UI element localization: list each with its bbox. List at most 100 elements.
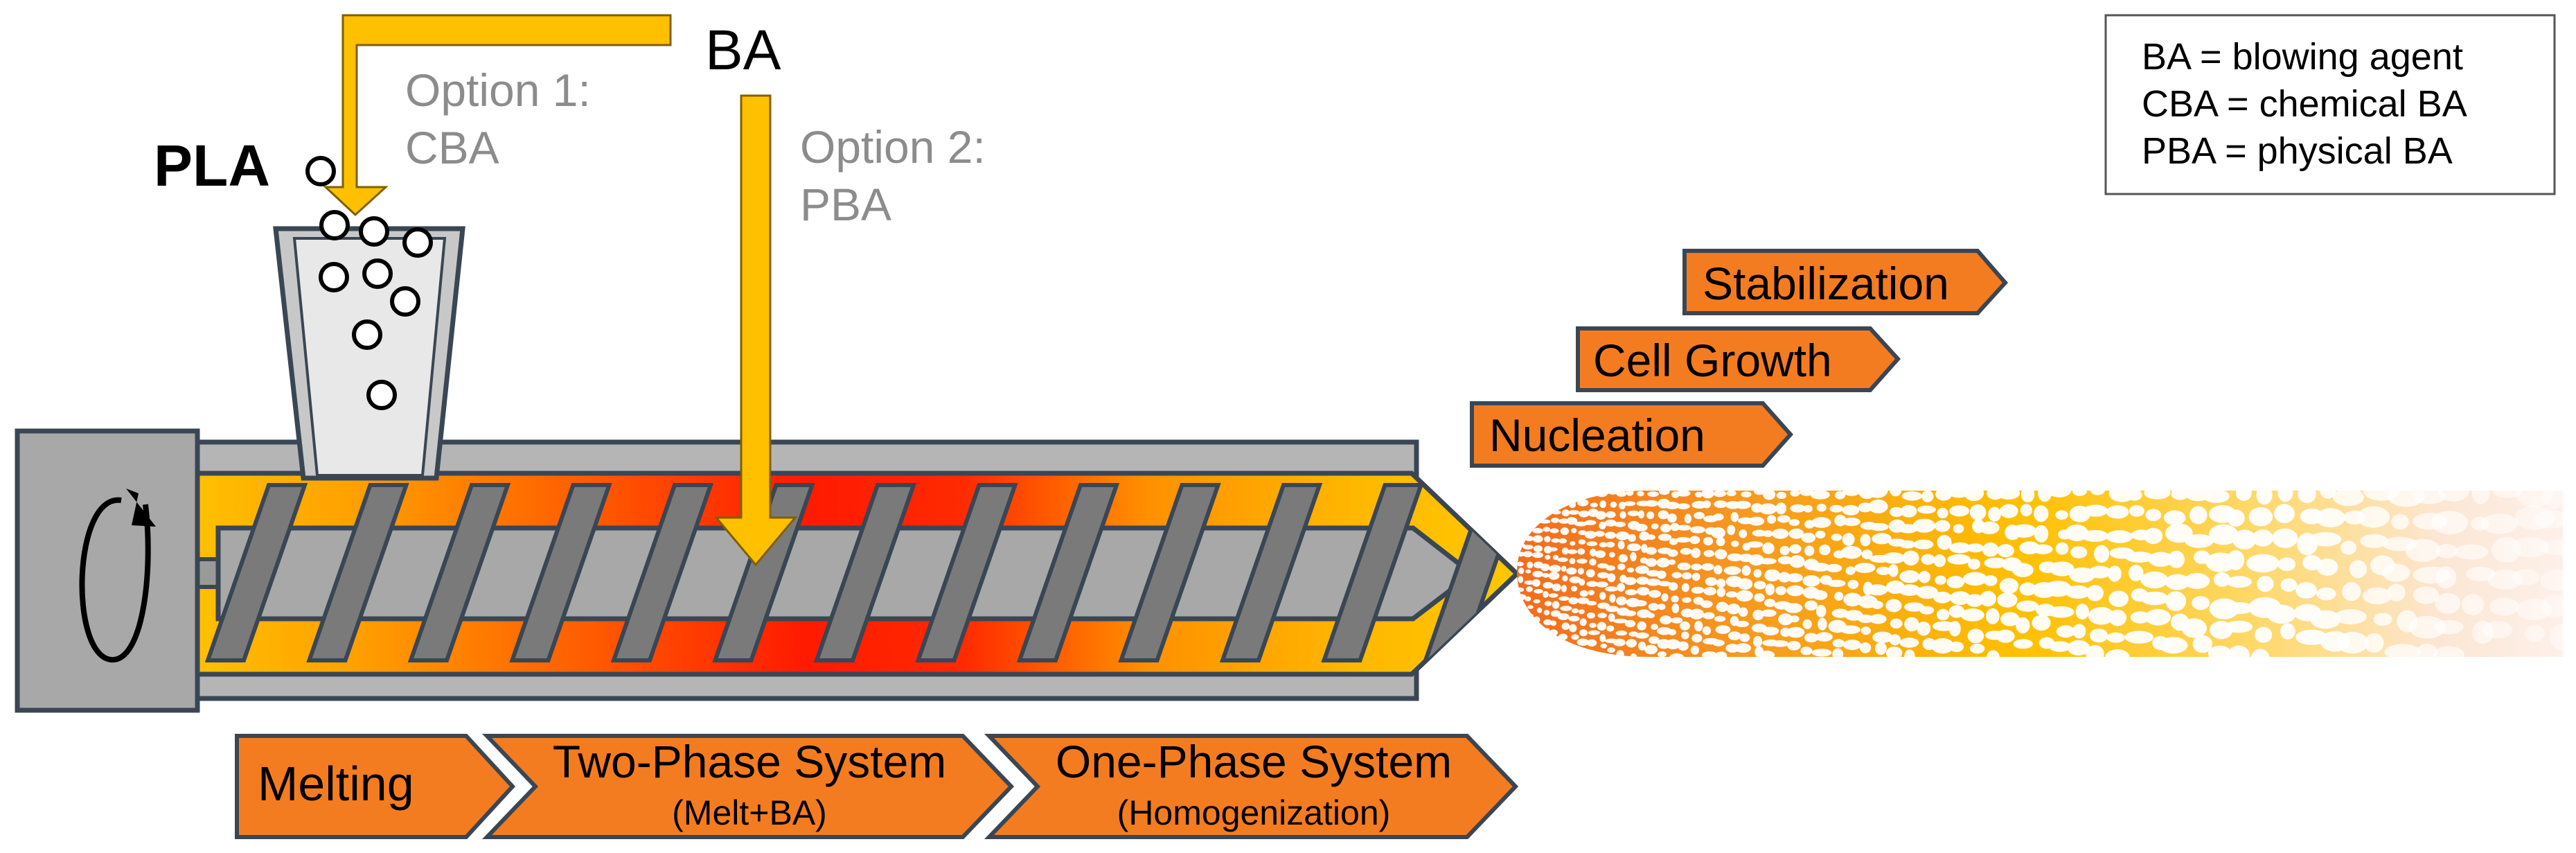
foam-cell [1600, 643, 1608, 649]
foam-cell [1584, 531, 1597, 539]
foam-cell [1885, 647, 1903, 657]
foam-cell [1595, 511, 1606, 520]
foam-cell [1754, 491, 1766, 495]
foam-cell [2280, 578, 2298, 592]
foam-cell [1788, 528, 1804, 539]
foam-cell [2145, 509, 2162, 521]
foam-cell [1829, 504, 1844, 513]
foam-cell [1576, 638, 1590, 647]
foam-cell [1983, 575, 1998, 586]
foam-cell [1536, 607, 1543, 613]
foam-cell [2227, 645, 2250, 657]
foam-cell [1566, 492, 1576, 498]
foam-cell [1627, 510, 1640, 517]
foam-cell [2413, 586, 2440, 604]
foam-cell [1703, 587, 1716, 596]
foam-cell [2534, 510, 2563, 529]
foam-cell [1656, 570, 1667, 579]
foam-cell [1609, 594, 1616, 603]
foam-cell [1558, 538, 1567, 544]
foam-cell [1543, 619, 1552, 626]
foam-cell [1963, 572, 1987, 586]
foam-cell [1899, 540, 1916, 549]
stage-one-phase-title: One-Phase System [1056, 736, 1452, 787]
foam-cell [1786, 585, 1804, 597]
foam-cell [1716, 587, 1726, 597]
foam-cell [1702, 626, 1712, 635]
foam-cell [2466, 566, 2496, 581]
foam-cell [1517, 646, 1526, 654]
foam-cell [1996, 629, 2015, 643]
foam-cell [1613, 618, 1628, 624]
foam-cell [1716, 537, 1725, 547]
foam-cell [1933, 554, 1946, 568]
foam-cell [1561, 585, 1567, 592]
foam-cell [1543, 591, 1549, 598]
foam-cell [1694, 511, 1705, 520]
foam-cell [2208, 524, 2239, 545]
screw-flight [204, 483, 308, 662]
foam-cell [1599, 592, 1606, 600]
foam-cell [1579, 629, 1588, 637]
foam-cell [1517, 531, 1526, 539]
foam-cell [1552, 583, 1561, 592]
stage-stabilization-label: Stabilization [1703, 258, 1949, 309]
foam-cell [1842, 504, 1860, 516]
foam-cell [2086, 644, 2104, 657]
foam-cell [1617, 540, 1625, 549]
foam-cell [1702, 500, 1712, 509]
foam-cell [2224, 602, 2254, 615]
foam-cell [1869, 614, 1887, 624]
foam-cell [1713, 491, 1727, 498]
foam-cell [1988, 507, 2002, 522]
foam-cell [2454, 544, 2489, 560]
foam-cell [1566, 517, 1578, 525]
foam-cell [1754, 581, 1766, 590]
pla-pellets [305, 156, 433, 410]
foam-cell [1734, 643, 1751, 653]
foam-cell [2387, 583, 2406, 601]
foam-cell [2482, 621, 2513, 639]
foam-cell [1779, 545, 1790, 556]
foam-cell [1966, 594, 1984, 607]
foam-cell [2433, 646, 2464, 657]
foam-cell [1646, 511, 1655, 520]
foam-cell [1739, 633, 1750, 642]
stage-cell-growth: Cell Growth [1576, 326, 1901, 392]
foam-cell [1764, 599, 1776, 608]
foam-cell [1691, 547, 1701, 559]
foam-cell [1579, 579, 1585, 586]
foam-cell [1576, 498, 1589, 507]
foam-cell [1608, 491, 1618, 495]
foam-cell [1658, 604, 1666, 610]
foam-cell [1872, 533, 1892, 545]
foam-cell [1570, 541, 1576, 546]
option1-label-line2: CBA [405, 122, 499, 173]
foam-cell [1574, 521, 1588, 527]
foam-cell [1543, 610, 1550, 616]
foam-cell [1691, 586, 1705, 594]
foam-cell [1800, 647, 1813, 656]
foam-cell [1518, 568, 1525, 574]
foam-cell [1703, 612, 1715, 619]
foam-cell [2373, 613, 2392, 626]
foam-cell [2461, 594, 2485, 615]
foam-cell [1772, 528, 1789, 539]
foam-cell [1677, 503, 1690, 510]
foam-cell [1656, 557, 1670, 568]
foam-cell [2044, 581, 2072, 597]
foam-cell [2165, 574, 2190, 590]
stage-melting-label: Melting [258, 757, 414, 811]
foam-cell [1646, 579, 1661, 586]
foam-cell [2539, 539, 2563, 556]
foam-cell [1984, 557, 2007, 569]
foam-cell [1549, 547, 1558, 552]
foam-cell [1727, 631, 1741, 640]
foam-cell [1775, 502, 1787, 515]
foam-cell [1671, 604, 1680, 613]
foam-cell [2072, 624, 2086, 639]
foam-cell [1802, 619, 1812, 630]
foam-cell [1606, 541, 1615, 548]
foam-cell [1534, 589, 1543, 594]
foam-cell [1703, 536, 1714, 546]
